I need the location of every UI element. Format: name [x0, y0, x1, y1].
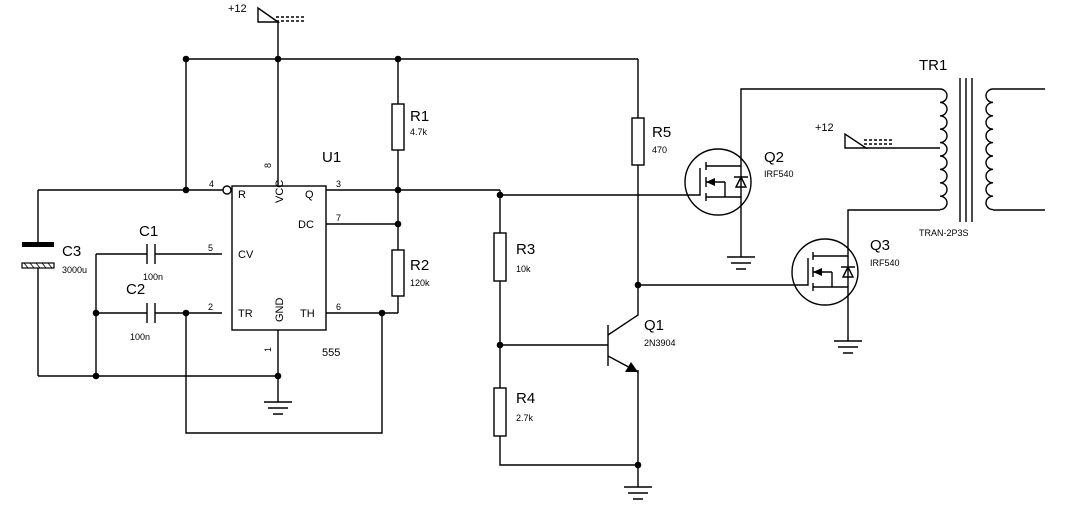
r2-ref: R2: [410, 257, 429, 274]
u1-pin-num-2: 2: [208, 302, 213, 312]
ground-symbols: [264, 256, 862, 500]
u1-pin-num-6: 6: [336, 302, 341, 312]
c3-value: 3000u: [62, 265, 87, 275]
u1-pin-num-3: 3: [336, 179, 341, 189]
u1-pin-num-5: 5: [208, 243, 213, 253]
r5-value: 470: [652, 145, 667, 155]
resistor-r4: R4 2.7k: [493, 387, 535, 437]
r3-value: 10k: [516, 264, 531, 274]
c2-value: 100n: [130, 332, 150, 342]
resistor-r2: R2 120k: [391, 249, 430, 297]
u1-pin-r: R: [238, 189, 246, 201]
u1-pin-dc: DC: [298, 219, 314, 231]
supply-symbol-transformer: +12: [815, 122, 892, 149]
u1-pin-gnd: GND: [274, 298, 286, 323]
q2-ref: Q2: [764, 149, 784, 166]
q1-ref: Q1: [644, 317, 664, 334]
junction-dots: [92, 55, 642, 469]
u1-pin-q: Q: [305, 189, 314, 201]
u1-555-timer: U1 555 R Q DC CV TR TH VCC GND 4 8 3 7 5…: [208, 149, 341, 359]
u1-pin-num-4: 4: [209, 179, 214, 189]
r4-ref: R4: [516, 390, 535, 407]
supply-symbol-top: +12: [228, 3, 306, 23]
c2-ref: C2: [126, 281, 145, 298]
c1-ref: C1: [139, 223, 158, 240]
resistor-r5: R5 470: [631, 117, 671, 166]
tr1-value: TRAN-2P3S: [919, 228, 969, 238]
q2-value: IRF540: [764, 169, 794, 179]
resistor-r3: R3 10k: [493, 232, 535, 282]
u1-pin-num-1: 1: [263, 347, 273, 352]
transformer-tr1: TR1 TRAN-2P3S: [919, 57, 994, 238]
wires: [37, 22, 1045, 487]
c1-value: 100n: [143, 272, 163, 282]
q1-value: 2N3904: [644, 338, 676, 348]
resistor-r1: R1 4.7k: [391, 103, 429, 151]
u1-part: 555: [322, 347, 340, 359]
transistor-q1: Q1 2N3904: [607, 285, 676, 373]
u1-pin-num-8: 8: [263, 163, 273, 168]
r5-ref: R5: [652, 124, 671, 141]
r4-value: 2.7k: [516, 413, 534, 423]
c3-ref: C3: [62, 243, 81, 260]
u1-ref: U1: [322, 149, 341, 166]
mosfet-q3: Q3 IRF540: [790, 237, 900, 306]
capacitor-c3: C3 3000u: [21, 242, 87, 275]
r3-ref: R3: [516, 241, 535, 258]
u1-pin-th: TH: [300, 308, 315, 320]
q3-value: IRF540: [870, 258, 900, 268]
u1-pin-tr: TR: [238, 308, 253, 320]
r2-value: 120k: [410, 278, 430, 288]
r1-value: 4.7k: [410, 127, 428, 137]
supply-label-top: +12: [228, 3, 247, 15]
u1-pin-vcc: VCC: [274, 180, 286, 203]
q3-ref: Q3: [870, 237, 890, 254]
mosfet-q2: Q2 IRF540: [684, 148, 794, 216]
r1-ref: R1: [410, 108, 429, 125]
u1-pin-cv: CV: [238, 249, 254, 261]
supply-label-transformer: +12: [815, 122, 834, 134]
tr1-ref: TR1: [919, 57, 947, 74]
capacitor-c1: C1 100n: [139, 223, 163, 282]
capacitor-c2: C2 100n: [126, 281, 156, 342]
u1-pin-num-7: 7: [336, 213, 341, 223]
